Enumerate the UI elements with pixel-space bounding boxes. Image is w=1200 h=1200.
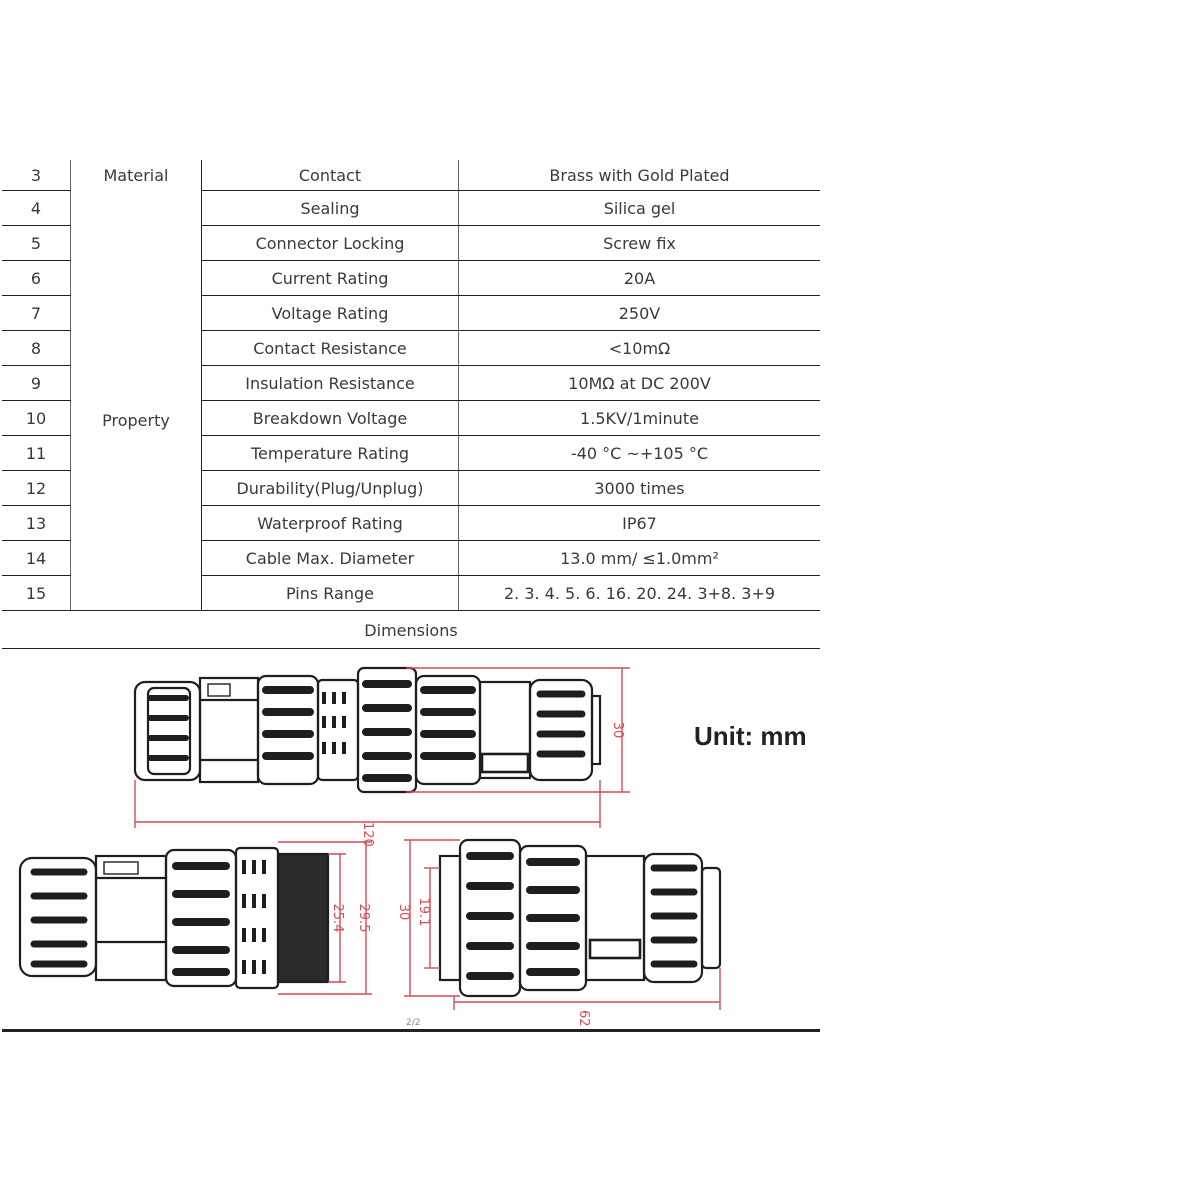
param-name: Cable Max. Diameter [201, 540, 459, 576]
row-number: 9 [2, 365, 71, 401]
category-material: Material [70, 160, 202, 226]
connector-side-view [133, 666, 602, 794]
dimension-lines-right [404, 839, 721, 1010]
row-number: 4 [2, 190, 71, 226]
param-value: -40 °C ~+105 °C [458, 435, 820, 471]
param-name: Durability(Plug/Unplug) [201, 470, 459, 506]
dim-left-thread: 25.4 [330, 904, 345, 933]
connector-half-view-right [438, 838, 722, 998]
param-value: 10MΩ at DC 200V [458, 365, 820, 401]
row-number: 5 [2, 225, 71, 261]
unit-label: Unit: mm [694, 721, 807, 751]
param-value: 13.0 mm/ ≤1.0mm² [458, 540, 820, 576]
dim-right-inner: 19.1 [416, 898, 431, 927]
table-row: 10 Breakdown Voltage 1.5KV/1minute [2, 400, 820, 436]
param-name: Contact Resistance [201, 330, 459, 366]
param-value: 2. 3. 4. 5. 6. 16. 20. 24. 3+8. 3+9 [458, 575, 820, 611]
bottom-rule [2, 1029, 820, 1032]
dim-right-outer: 30 [396, 904, 411, 921]
table-row: 9 Insulation Resistance 10MΩ at DC 200V [2, 365, 820, 401]
param-value: 1.5KV/1minute [458, 400, 820, 436]
param-name: Breakdown Voltage [201, 400, 459, 436]
table-row: 12 Durability(Plug/Unplug) 3000 times [2, 470, 820, 506]
dimension-lines-left [278, 841, 372, 995]
table-row: 4 Sealing Silica gel [2, 190, 820, 226]
table-row: 6 Current Rating 20A [2, 260, 820, 296]
param-value: 3000 times [458, 470, 820, 506]
param-value: Screw fix [458, 225, 820, 261]
row-number: 12 [2, 470, 71, 506]
param-name: Waterproof Rating [201, 505, 459, 541]
row-number: 14 [2, 540, 71, 576]
spec-table: 3 Material Contact Brass with Gold Plate… [2, 160, 820, 611]
dim-right-length: 62 [576, 1010, 591, 1027]
param-name: Temperature Rating [201, 435, 459, 471]
table-row: 5 Property Connector Locking Screw fix [2, 225, 820, 611]
param-name: Current Rating [201, 260, 459, 296]
row-number: 11 [2, 435, 71, 471]
page-number: 2/2 [406, 1018, 421, 1028]
param-name: Voltage Rating [201, 295, 459, 331]
row-number: 15 [2, 575, 71, 611]
param-name: Connector Locking [201, 225, 459, 261]
param-name: Insulation Resistance [201, 365, 459, 401]
dimension-lines-top [134, 667, 630, 828]
param-value: 20A [458, 260, 820, 296]
row-number: 7 [2, 295, 71, 331]
table-row: 11 Temperature Rating -40 °C ~+105 °C [2, 435, 820, 471]
row-number: 6 [2, 260, 71, 296]
row-number: 13 [2, 505, 71, 541]
param-value: IP67 [458, 505, 820, 541]
param-value: Brass with Gold Plated [458, 160, 820, 191]
table-row: 7 Voltage Rating 250V [2, 295, 820, 331]
dim-top-length: 120 [360, 822, 375, 847]
row-number: 3 [2, 160, 71, 191]
category-property: Property [70, 225, 202, 611]
param-name: Contact [201, 160, 459, 191]
dimensions-heading: Dimensions [2, 614, 820, 649]
param-name: Pins Range [201, 575, 459, 611]
table-row: 13 Waterproof Rating IP67 [2, 505, 820, 541]
table-row: 3 Material Contact Brass with Gold Plate… [2, 160, 820, 226]
param-value: <10mΩ [458, 330, 820, 366]
table-row: 15 Pins Range 2. 3. 4. 5. 6. 16. 20. 24.… [2, 575, 820, 611]
connector-half-view-left [18, 846, 330, 990]
param-name: Sealing [201, 190, 459, 226]
row-number: 10 [2, 400, 71, 436]
row-number: 8 [2, 330, 71, 366]
dim-left-outer: 29.5 [356, 904, 371, 933]
param-value: 250V [458, 295, 820, 331]
dim-top-height: 30 [610, 722, 625, 739]
param-value: Silica gel [458, 190, 820, 226]
connector-drawing: 30 120 29.5 25.4 [18, 666, 722, 1027]
table-row: 14 Cable Max. Diameter 13.0 mm/ ≤1.0mm² [2, 540, 820, 576]
table-row: 8 Contact Resistance <10mΩ [2, 330, 820, 366]
